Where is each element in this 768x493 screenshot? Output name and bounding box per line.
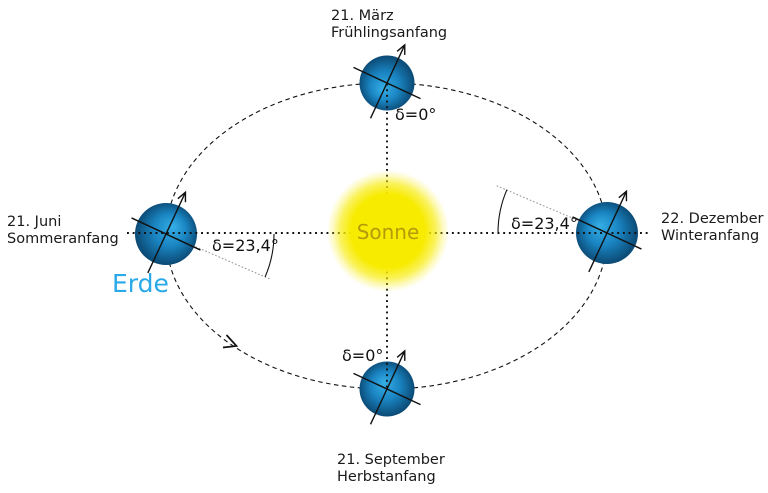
- season-date: 21. März: [331, 8, 394, 24]
- earth-axis-group-june: [131, 190, 201, 274]
- season-label-march: 21. März Frühlingsanfang: [331, 8, 447, 42]
- season-date: 22. Dezember: [661, 211, 764, 227]
- earth-label: Erde: [112, 269, 169, 298]
- equator-line-march: [353, 66, 421, 100]
- equator-line-september: [353, 372, 421, 406]
- declination-arc-december: [497, 189, 508, 234]
- season-name: Winteranfang: [661, 228, 760, 244]
- declination-arc-june: [264, 233, 275, 278]
- equator-line-december: [572, 216, 642, 250]
- declination-label-december: δ=23,4°: [511, 214, 578, 233]
- season-date: 21. September: [337, 452, 445, 468]
- rotation-axis-december: [588, 191, 628, 273]
- declination-label-march: δ=0°: [395, 105, 437, 124]
- season-date: 21. Juni: [7, 214, 62, 230]
- equator-extension-june: [195, 246, 271, 280]
- rotation-axis-june: [147, 192, 187, 274]
- season-label-september: 21. September Herbstanfang: [337, 452, 445, 486]
- rotation-axis-september: [369, 350, 406, 425]
- equator-extension-december: [495, 185, 578, 221]
- orbit-direction-arrow-icon: [222, 334, 239, 349]
- axis-arrowhead-icon: [396, 349, 406, 361]
- axis-arrowhead-icon: [618, 189, 628, 202]
- equator-line-june: [131, 217, 201, 251]
- declination-label-september: δ=0°: [342, 346, 384, 365]
- sun-label: Sonne: [356, 220, 420, 244]
- season-label-december: 22. Dezember Winteranfang: [661, 211, 764, 245]
- rotation-axis-march: [369, 44, 406, 119]
- earth-axis-group-september: [353, 349, 421, 425]
- season-name: Herbstanfang: [337, 469, 436, 485]
- earth-axis-group-december: [572, 189, 642, 273]
- axis-arrowhead-icon: [177, 190, 187, 203]
- season-name: Sommeranfang: [7, 231, 119, 247]
- sun-glow: [327, 170, 449, 292]
- season-name: Frühlingsanfang: [331, 25, 448, 41]
- axis-arrowhead-icon: [396, 43, 406, 55]
- declination-label-june: δ=23,4°: [212, 236, 279, 255]
- earth-axis-group-march: [353, 43, 421, 119]
- season-label-june: 21. Juni Sommeranfang: [7, 214, 119, 248]
